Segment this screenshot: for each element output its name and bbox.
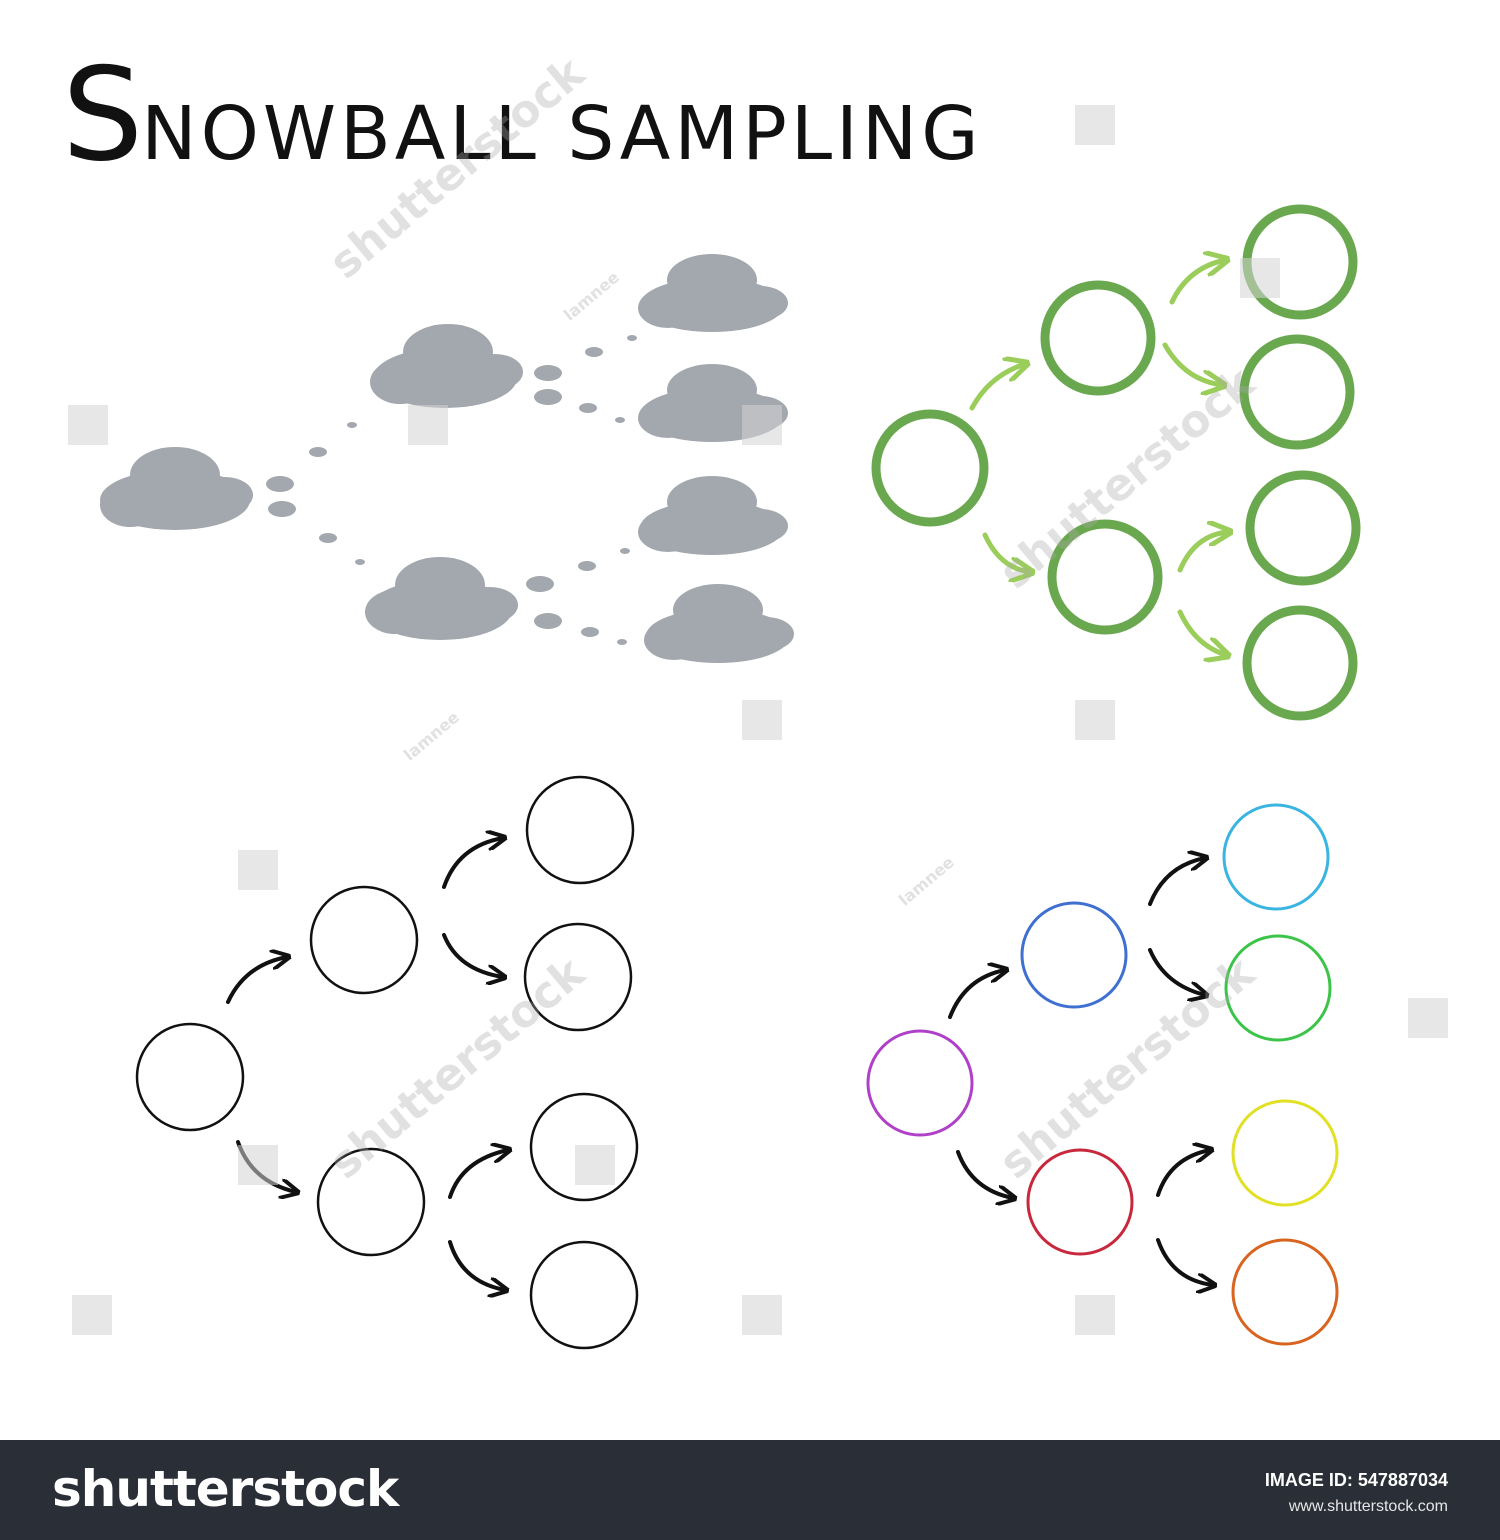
- footer-brand: shutterstock: [52, 1460, 399, 1518]
- footer-bar: shutterstock IMAGE ID: 547887034 www.shu…: [0, 1440, 1500, 1540]
- color-panel: [866, 803, 1339, 1346]
- snowball-diagrams: [68, 105, 1448, 1350]
- color-leaf-1: [1222, 803, 1330, 911]
- color-node-top: [1020, 901, 1128, 1009]
- color-leaf-3: [1231, 1099, 1339, 1207]
- color-leaf-4: [1231, 1238, 1339, 1346]
- color-leaf-2: [1224, 934, 1332, 1042]
- title-first-letter: S: [62, 41, 143, 190]
- sketch-leaf-3: [529, 1092, 639, 1202]
- cloud-mid-bottom: [365, 557, 518, 640]
- footer-image-id: IMAGE ID: 547887034: [1264, 1470, 1448, 1490]
- cloud-leaf-4: [644, 584, 794, 663]
- cloud-leaf-1: [638, 254, 788, 332]
- sketch-node-top: [309, 885, 419, 995]
- footer-url: www.shutterstock.com: [1288, 1498, 1448, 1515]
- title-rest: NOWBALL SAMPLING: [141, 91, 983, 177]
- cloud-root: [100, 447, 253, 530]
- green-node-top: [1040, 280, 1156, 396]
- green-leaf-4: [1242, 605, 1358, 721]
- color-root-node: [866, 1029, 974, 1137]
- sketch-leaf-4: [529, 1240, 639, 1350]
- color-node-bottom: [1026, 1148, 1134, 1256]
- page-title: SNOWBALL SAMPLING: [62, 52, 983, 180]
- green-node-bottom: [1047, 519, 1163, 635]
- cloud-mid-top: [370, 324, 523, 408]
- green-leaf-3: [1245, 470, 1361, 586]
- sketch-leaf-1: [525, 775, 635, 885]
- cloud-leaf-3: [638, 476, 788, 555]
- color-arrows: [948, 858, 1213, 1285]
- cloud-panel: [100, 254, 794, 663]
- sketch-root-node: [135, 1022, 245, 1132]
- sketch-panel: [135, 775, 639, 1350]
- sketch-node-bottom: [316, 1147, 426, 1257]
- sketch-leaf-2: [523, 922, 633, 1032]
- green-arrows: [969, 260, 1228, 655]
- green-leaf-2: [1239, 334, 1355, 450]
- cloud-dots: [266, 335, 637, 645]
- green-panel: [871, 204, 1361, 721]
- green-root-node: [871, 409, 989, 527]
- watermark-boxes: [68, 105, 1448, 1335]
